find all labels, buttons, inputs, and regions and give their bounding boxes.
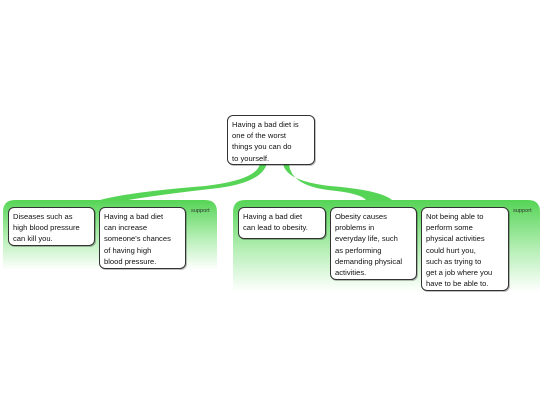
left-node-2[interactable]: Having a bad diet can increase someone's… <box>99 207 186 269</box>
right-support-tag: support <box>513 208 532 214</box>
connector-right <box>283 163 392 200</box>
right-node-2[interactable]: Obesity causes problems in everyday life… <box>330 207 417 280</box>
left-support-tag: support <box>191 208 210 214</box>
right-node-1[interactable]: Having a bad diet can lead to obesity. <box>238 207 326 239</box>
connector-left <box>100 163 267 200</box>
left-node-1[interactable]: Diseases such as high blood pressure can… <box>8 207 95 246</box>
right-node-3[interactable]: Not being able to perform some physical … <box>421 207 509 291</box>
root-node[interactable]: Having a bad diet is one of the worst th… <box>227 115 315 165</box>
